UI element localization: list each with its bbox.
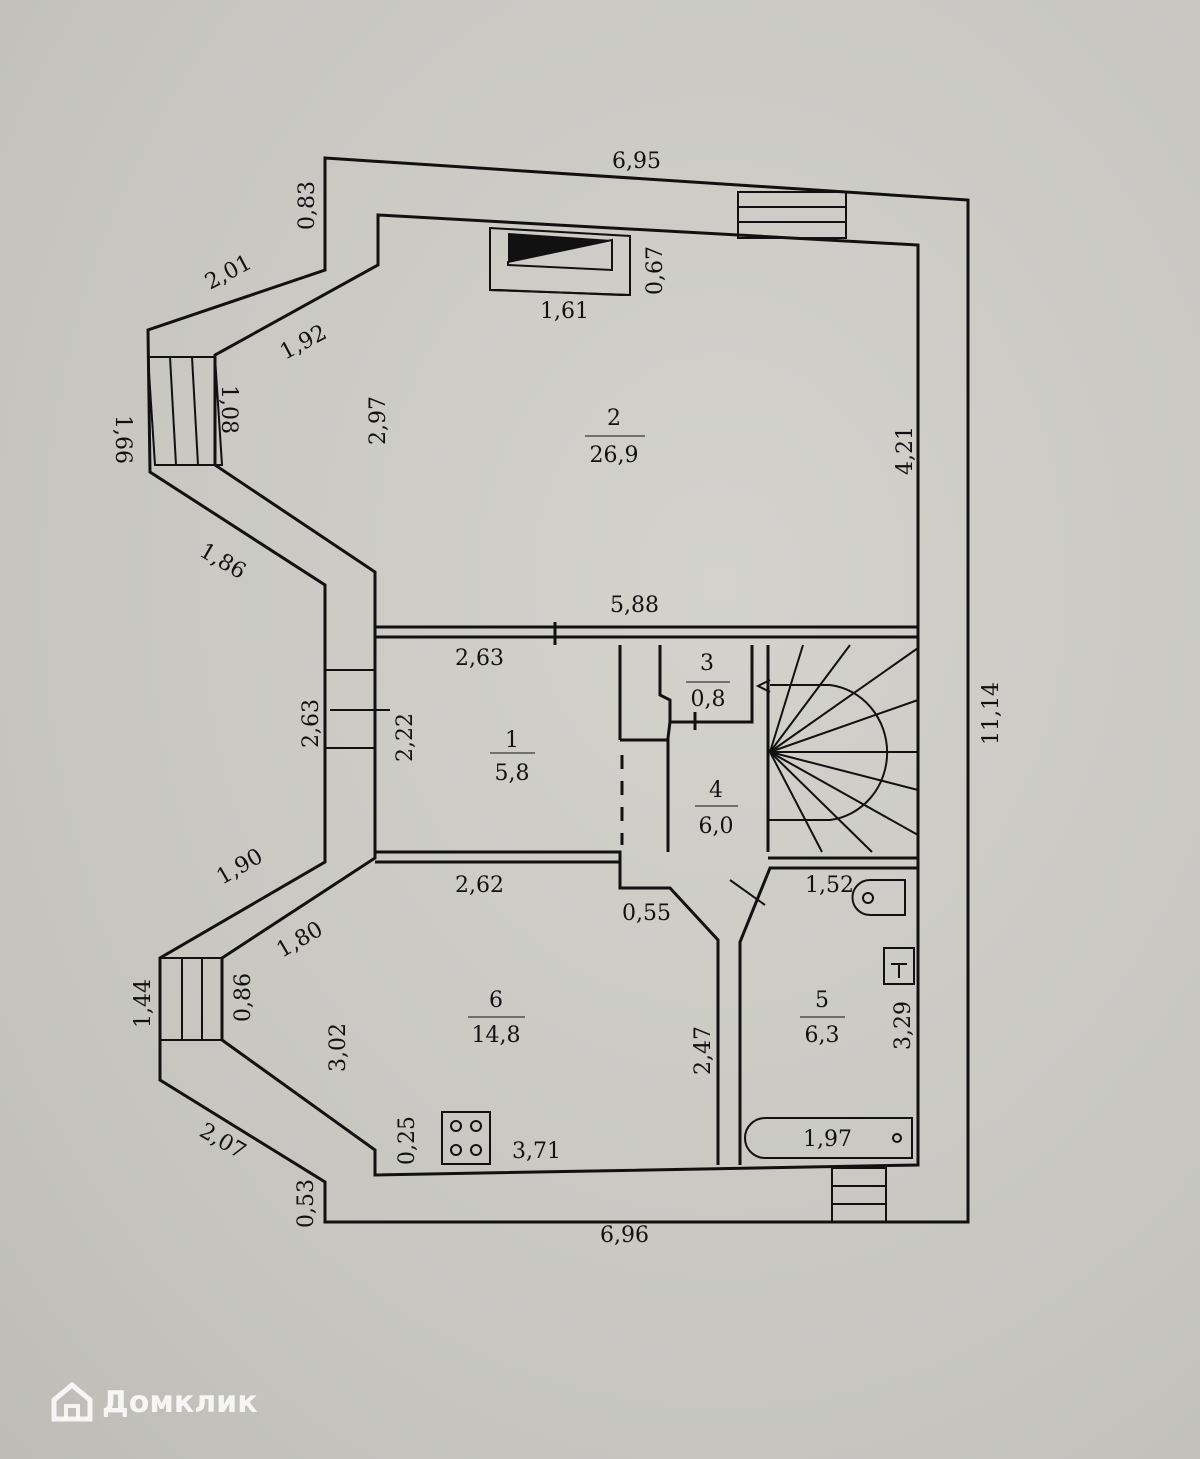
svg-text:6,3: 6,3	[805, 1023, 840, 1048]
watermark: Домклик	[50, 1382, 258, 1422]
stove-icon	[441, 1111, 491, 1165]
svg-text:1,61: 1,61	[540, 299, 589, 324]
interior-walls	[375, 622, 918, 1165]
house-logo-icon	[51, 1382, 93, 1422]
room-label-6: 614,8	[468, 988, 525, 1048]
svg-text:14,8: 14,8	[472, 1023, 521, 1048]
svg-text:26,9: 26,9	[590, 443, 639, 468]
doorway-left	[325, 669, 390, 749]
room-label-2: 226,9	[585, 406, 645, 468]
svg-text:3: 3	[700, 651, 714, 676]
svg-text:0,55: 0,55	[622, 901, 671, 926]
svg-text:2,62: 2,62	[455, 873, 504, 898]
svg-text:4: 4	[709, 778, 723, 803]
svg-text:4,21: 4,21	[893, 426, 918, 475]
svg-text:1,08: 1,08	[216, 385, 241, 434]
svg-text:0,8: 0,8	[691, 687, 726, 712]
svg-text:11,14: 11,14	[979, 682, 1004, 745]
window-bottom	[831, 1167, 887, 1223]
fireplace	[489, 226, 631, 297]
svg-text:0,86: 0,86	[231, 973, 256, 1022]
svg-text:1: 1	[505, 728, 519, 753]
sink-icon	[883, 947, 915, 985]
svg-text:3,71: 3,71	[512, 1139, 561, 1164]
window-top	[737, 191, 847, 239]
door-bathroom	[729, 879, 766, 906]
svg-text:5,8: 5,8	[495, 761, 530, 786]
svg-text:0,83: 0,83	[295, 181, 320, 230]
svg-text:2,22: 2,22	[393, 713, 418, 762]
svg-text:1,52: 1,52	[805, 873, 854, 898]
spiral-staircase	[755, 644, 919, 853]
svg-text:1,66: 1,66	[110, 415, 135, 464]
stair-step-line	[769, 751, 919, 791]
svg-text:6,96: 6,96	[600, 1223, 649, 1248]
svg-text:3,02: 3,02	[326, 1023, 351, 1072]
svg-text:1,86: 1,86	[195, 539, 250, 585]
svg-text:2: 2	[607, 406, 621, 431]
bathtub-icon	[744, 1117, 913, 1159]
svg-text:0,25: 0,25	[395, 1116, 420, 1165]
watermark-text: Домклик	[102, 1384, 258, 1420]
svg-text:6: 6	[489, 988, 503, 1013]
svg-text:2,63: 2,63	[299, 699, 324, 748]
svg-text:3,29: 3,29	[891, 1001, 916, 1050]
stair-step-line	[769, 644, 804, 753]
svg-text:1,44: 1,44	[131, 979, 156, 1028]
room-label-5: 56,3	[800, 988, 845, 1048]
stair-step-line	[769, 647, 919, 753]
svg-text:5: 5	[815, 988, 829, 1013]
svg-text:6,95: 6,95	[612, 149, 661, 174]
dimension-labels: 6,95 6,96 11,14 0,83 2,01 1,92 1,66 1,08…	[110, 149, 1004, 1248]
svg-text:1,90: 1,90	[213, 844, 268, 890]
stair-step-line	[769, 699, 919, 753]
svg-text:5,88: 5,88	[610, 593, 659, 618]
room-label-1: 15,8	[490, 728, 535, 786]
room-label-3: 30,8	[686, 651, 730, 712]
svg-text:1,80: 1,80	[273, 917, 328, 963]
svg-text:2,47: 2,47	[691, 1026, 716, 1075]
svg-text:2,63: 2,63	[455, 646, 504, 671]
stair-step-line	[769, 751, 873, 853]
svg-text:6,0: 6,0	[699, 814, 734, 839]
stair-step-line	[769, 751, 823, 853]
svg-text:1,92: 1,92	[276, 320, 331, 365]
svg-text:2,97: 2,97	[366, 396, 391, 445]
svg-text:0,53: 0,53	[294, 1179, 319, 1228]
window-left-bottom	[159, 957, 223, 1041]
svg-text:0,67: 0,67	[643, 246, 668, 295]
svg-text:2,07: 2,07	[195, 1119, 250, 1165]
stair-step-line	[769, 751, 919, 836]
stair-step-line	[769, 644, 851, 753]
svg-text:1,97: 1,97	[803, 1127, 852, 1152]
room-label-4: 46,0	[695, 778, 738, 839]
svg-text:2,01: 2,01	[201, 250, 256, 295]
toilet-icon	[851, 879, 906, 916]
window-left-top	[146, 356, 224, 466]
